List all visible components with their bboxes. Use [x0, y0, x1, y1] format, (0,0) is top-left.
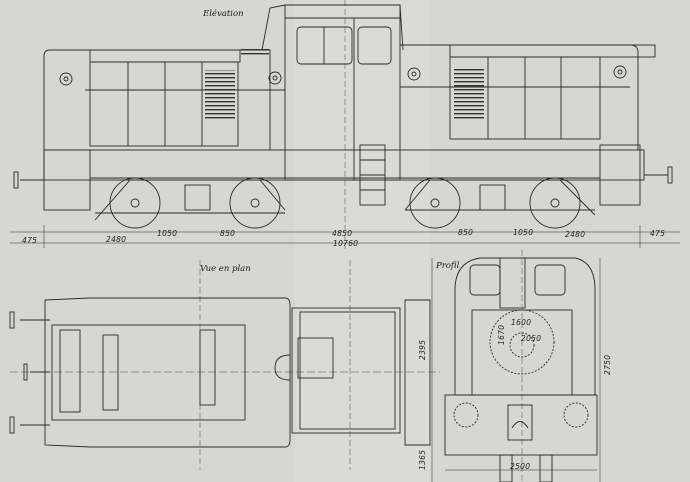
- dimension-label: 850: [458, 228, 474, 237]
- dimension-label: 850: [220, 229, 236, 238]
- elevation-view: [10, 0, 680, 250]
- plan-view: [9, 260, 440, 470]
- dimension-label: 2480: [565, 230, 586, 239]
- plan-view-label: Vue en plan: [200, 264, 251, 274]
- width-label: 2500: [510, 462, 531, 471]
- body-height-label: 2395: [418, 339, 427, 360]
- profile-view: [431, 250, 601, 482]
- dimension-label: 2480: [106, 235, 127, 244]
- outer-diameter-label: 1600: [511, 318, 532, 327]
- overall-length-label: 10760: [333, 239, 359, 248]
- dimension-label: 475: [650, 229, 666, 238]
- inner-height-label: 1670: [497, 324, 506, 345]
- inner-diameter-label: 2050: [521, 334, 542, 343]
- dimension-label: 475: [22, 236, 38, 245]
- profile-view-label: Profil: [436, 261, 460, 271]
- elevation-view-label: Elévation: [203, 9, 244, 19]
- dimension-label: 1050: [157, 229, 178, 238]
- dimension-label: 1050: [513, 228, 534, 237]
- frame-height-label: 1365: [418, 449, 427, 470]
- dimension-label: 4850: [332, 229, 353, 238]
- total-height-label: 2750: [603, 354, 612, 375]
